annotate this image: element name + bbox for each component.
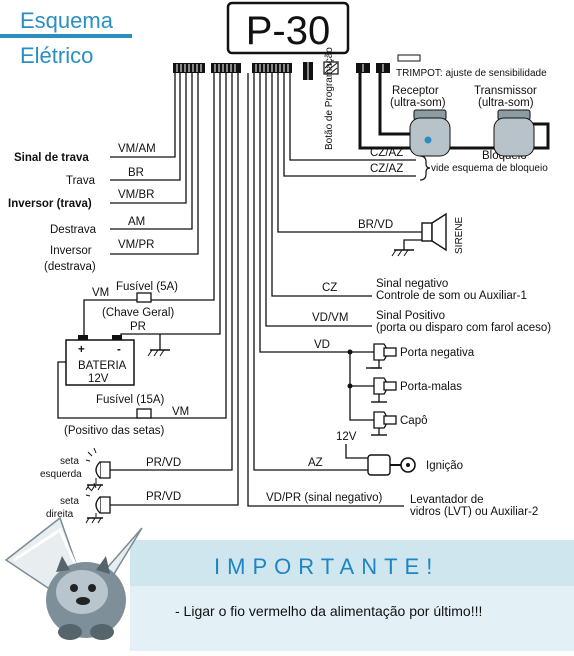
- program-button-label: Botão de Programação: [324, 47, 335, 150]
- label-sinal-trava: Sinal de trava: [14, 152, 89, 164]
- important-header-bg: [130, 540, 574, 586]
- seta-dir-label-1: seta: [60, 496, 79, 507]
- turn-signal-left-icon: [85, 447, 111, 491]
- wire-cz-az-2: CZ/AZ: [370, 163, 403, 175]
- receptor-sensor-icon: [409, 109, 451, 157]
- bloqueio-brace: [419, 155, 431, 181]
- wire-destrava: AM: [128, 216, 145, 228]
- battery-label: BATERIA: [78, 360, 127, 372]
- wire-cz: CZ: [322, 282, 337, 294]
- wire-trava: BR: [128, 167, 144, 179]
- wire-vd: VD: [314, 339, 330, 351]
- trimpot-label: TRIMPOT: ajuste de sensibilidade: [396, 68, 547, 79]
- ignicao-label: Ignição: [426, 460, 463, 472]
- fuse-5a: [136, 292, 152, 303]
- connector-sensor-2: [376, 63, 390, 73]
- chave-geral-label: (Chave Geral): [102, 307, 174, 319]
- wire-pr: PR: [130, 321, 146, 333]
- battery-voltage: 12V: [88, 373, 109, 385]
- capo-label: Capô: [400, 415, 428, 427]
- wire-cz-az-1: CZ/AZ: [370, 147, 403, 159]
- program-button: [323, 61, 339, 75]
- program-button-connector: [303, 62, 313, 80]
- transmissor-sensor-icon: [493, 109, 535, 157]
- model-label: P-30: [246, 9, 331, 53]
- positivo-setas-label: (Positivo das setas): [64, 425, 165, 437]
- fuse-5a-label: Fusível (5A): [116, 281, 178, 293]
- porta-negativa-label: Porta negativa: [400, 347, 475, 359]
- seta-esq-label-2: esquerda: [40, 469, 82, 480]
- label-trava: Trava: [66, 175, 96, 187]
- battery-plus: +: [78, 344, 85, 356]
- wire-seta-dir: PR/VD: [146, 491, 181, 503]
- porta-malas-label: Porta-malas: [400, 381, 462, 393]
- receptor-label-1: Receptor: [392, 85, 439, 97]
- wire-seta-esq: PR/VD: [146, 457, 181, 469]
- receptor-label-2: (ultra-som): [390, 97, 446, 109]
- important-heading: IMPORTANTE!: [214, 554, 439, 579]
- sinal-positivo-2: (porta ou disparo com farol aceso): [376, 322, 551, 334]
- label-inversor-destrava-1: Inversor: [50, 245, 92, 257]
- label-inversor-destrava-2: (destrava): [44, 261, 96, 273]
- sinal-negativo-2: Controle de som ou Auxiliar-1: [376, 290, 527, 302]
- v12-label: 12V: [336, 431, 357, 443]
- title-line2: Elétrico: [20, 43, 93, 68]
- wire-inversor-trava: VM/BR: [118, 189, 154, 201]
- trunk-switch-icon: [371, 377, 397, 403]
- important-body-bg: [130, 586, 574, 651]
- sinal-negativo-1: Sinal negativo: [376, 278, 448, 290]
- connector-sensor-1: [356, 63, 370, 73]
- label-destrava: Destrava: [50, 224, 97, 236]
- transmissor-label-2: (ultra-som): [478, 97, 534, 109]
- connector-1: [173, 63, 205, 73]
- ground-icon-pr: [147, 349, 170, 357]
- ignition-icon: [367, 454, 416, 476]
- wire-vm-setas: VM: [172, 406, 189, 418]
- important-note: - Ligar o fio vermelho da alimentação po…: [175, 603, 482, 619]
- wire-sinal-trava: VM/AM: [118, 143, 156, 155]
- title-line1: Esquema: [20, 8, 114, 33]
- wire-vd-vm: VD/VM: [312, 312, 348, 324]
- bloqueio-ref: vide esquema de bloqueio: [431, 163, 548, 174]
- sirene-label: SIRENE: [454, 216, 465, 254]
- fuse-15a-label: Fusível (15A): [96, 394, 165, 406]
- wire-inversor-destrava: VM/PR: [118, 239, 154, 251]
- wire-br-vd: BR/VD: [358, 219, 393, 231]
- turn-signal-right-icon: [85, 482, 111, 524]
- dog-mascot-icon: [46, 556, 126, 640]
- battery-minus: -: [117, 344, 121, 356]
- siren-icon: [391, 212, 447, 257]
- levantador-2: vidros (LVT) ou Auxiliar-2: [410, 506, 538, 518]
- sinal-positivo-1: Sinal Positivo: [376, 310, 445, 322]
- fuse-15a: [136, 408, 152, 419]
- wire-vd-pr: VD/PR (sinal negativo): [266, 492, 382, 504]
- connector-2: [211, 63, 241, 73]
- seta-dir-label-2: direita: [46, 509, 74, 520]
- connector-3: [252, 63, 292, 73]
- door-switch-icon: [366, 343, 397, 369]
- hood-switch-icon: [371, 411, 397, 436]
- levantador-1: Levantador de: [410, 494, 484, 506]
- module-box: [226, 1, 350, 55]
- wire-vm-geral: VM: [92, 287, 109, 299]
- trimpot: [397, 54, 421, 62]
- label-inversor-trava: Inversor (trava): [8, 198, 92, 210]
- seta-esq-label-1: seta: [60, 456, 79, 467]
- transmissor-label-1: Transmissor: [474, 85, 537, 97]
- wire-az: AZ: [308, 457, 323, 469]
